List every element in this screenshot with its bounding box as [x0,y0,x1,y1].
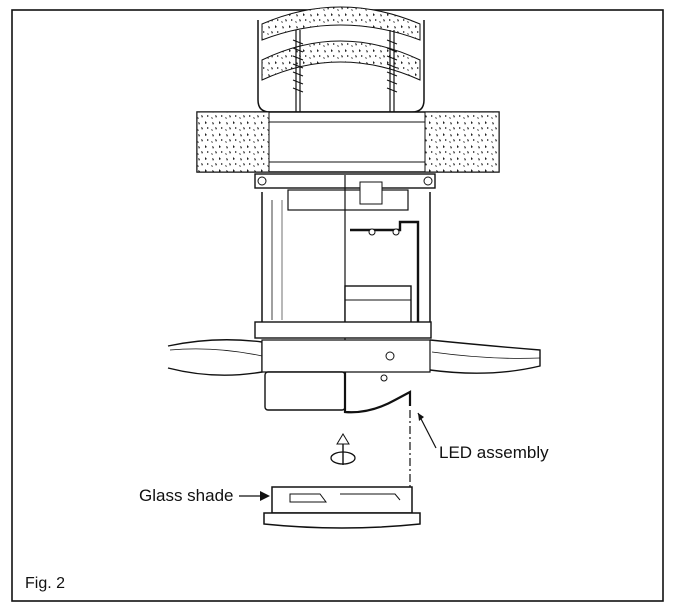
figure-caption: Fig. 2 [25,575,66,592]
fan-blades [167,339,541,376]
rotation-arrow [330,433,356,465]
ceiling-board [196,111,500,173]
canopy-bracket [254,173,436,211]
lower-housing [264,351,412,414]
glass-shade-label: Glass shade [139,486,234,505]
led-assembly-label: LED assembly [439,443,549,462]
motor-housing [254,175,432,410]
ceiling-joist [257,6,425,113]
glass-shade [263,486,421,529]
